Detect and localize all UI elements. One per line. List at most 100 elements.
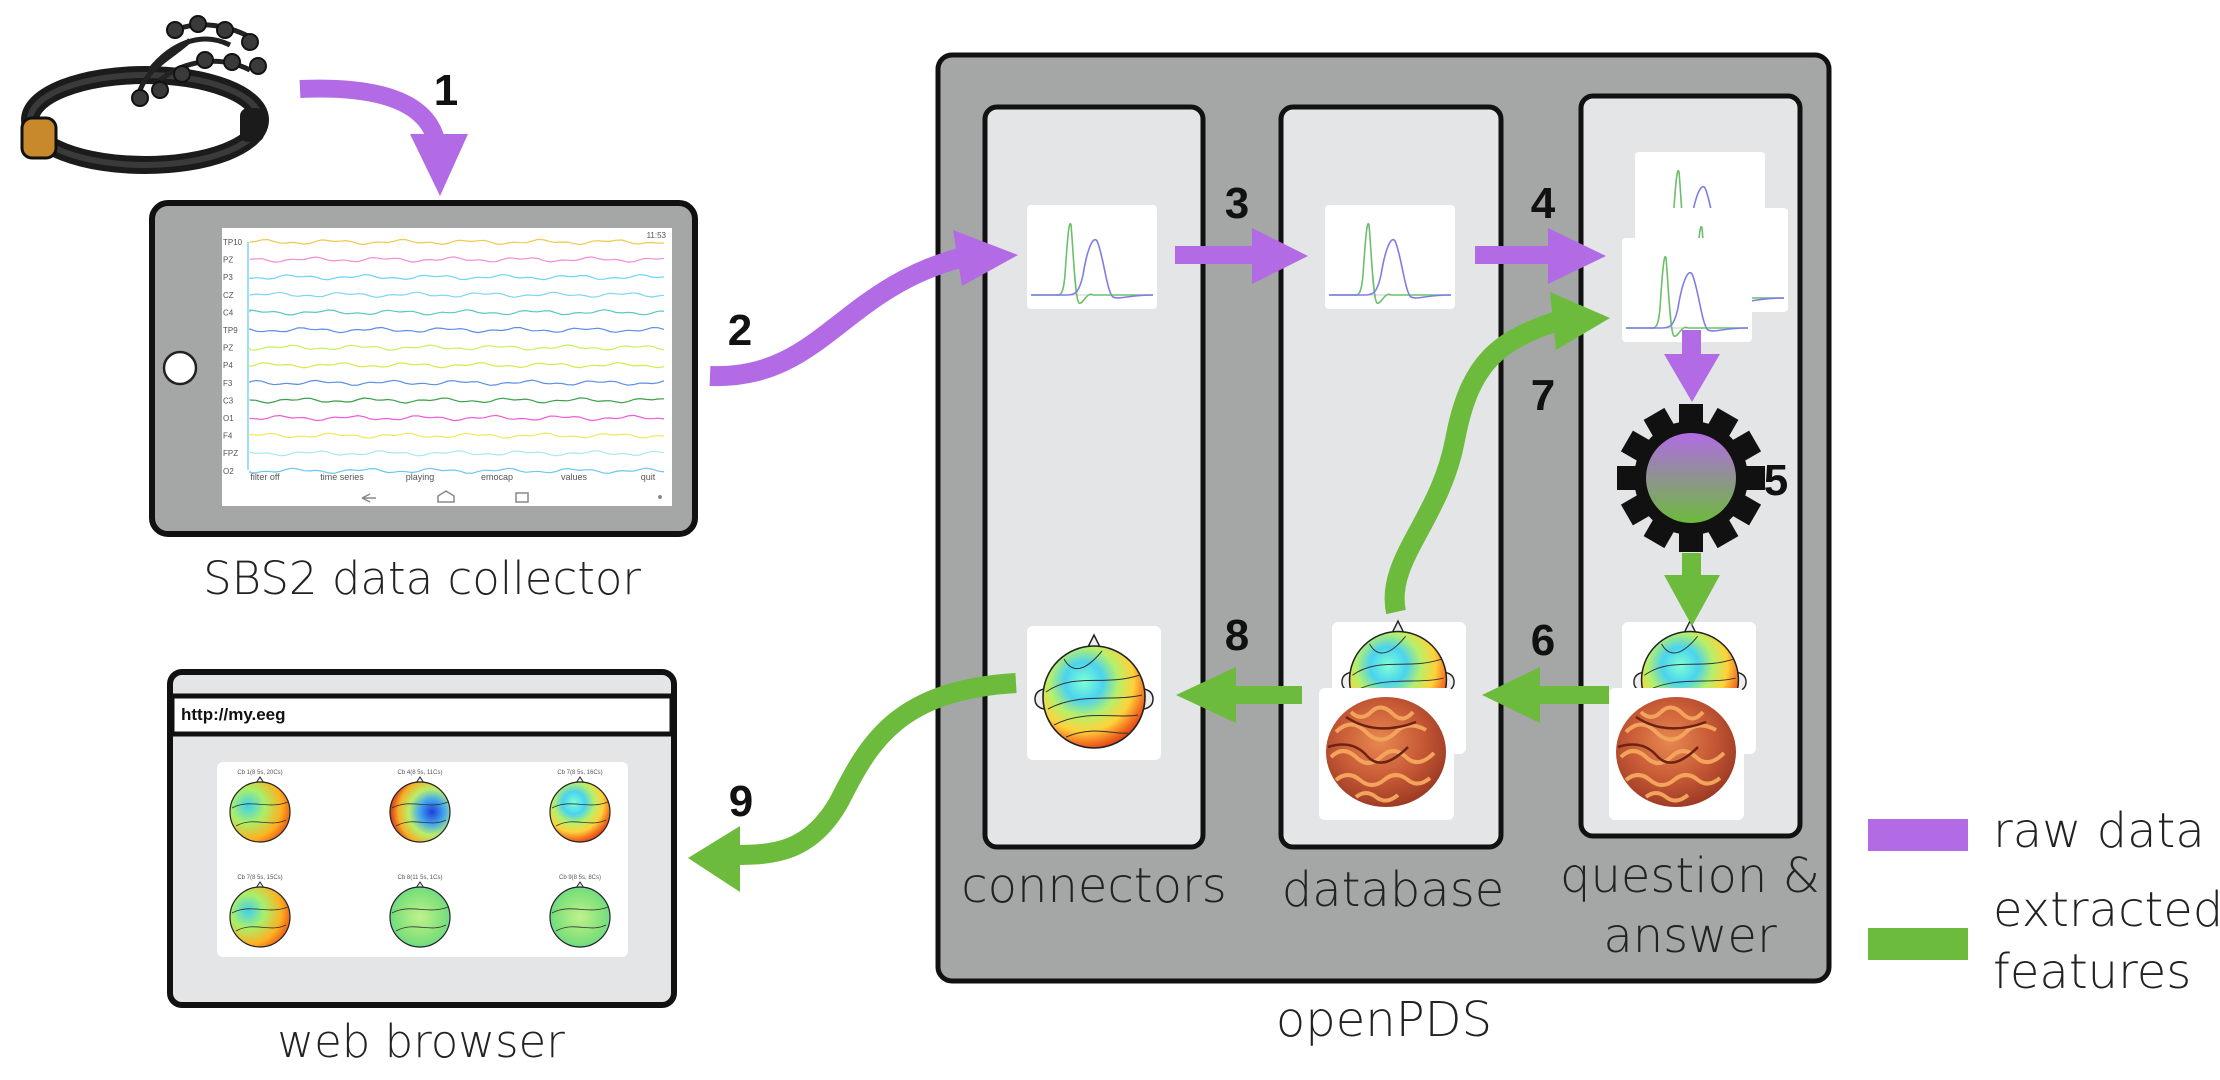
browser-label: web browser <box>277 1015 565 1068</box>
arrow-4 <box>1475 228 1606 284</box>
browser-content <box>217 762 628 957</box>
eeg-trace <box>249 309 665 316</box>
eeg-trace <box>249 414 665 422</box>
eeg-trace <box>249 326 665 334</box>
browser-topomap-title: Cb 8(11 5s, 1Cs) <box>398 875 443 881</box>
tablet-clock: 11:53 <box>647 231 667 240</box>
step-6: 6 <box>1531 616 1555 665</box>
overflow-icon[interactable] <box>658 495 662 499</box>
eeg-trace <box>249 291 665 299</box>
tablet-channel-label: CZ <box>223 291 234 300</box>
tablet-channel-label: O1 <box>223 414 234 423</box>
browser-topomap-title: Cb 1(8 5s, 20Cs) <box>237 770 282 776</box>
legend-features-swatch <box>1868 928 1968 960</box>
tablet-home-button[interactable] <box>162 350 198 386</box>
eeg-trace <box>249 467 665 475</box>
arrow-2 <box>709 230 1018 387</box>
connectors-topomap-card <box>1027 626 1161 760</box>
tablet-channel-label: O2 <box>223 467 234 476</box>
tablet-menu-item[interactable]: filter off <box>250 472 280 482</box>
step-3: 3 <box>1225 179 1249 228</box>
eeg-headset <box>20 15 269 174</box>
eeg-trace <box>249 397 665 404</box>
legend-raw-swatch <box>1868 819 1968 851</box>
tablet-menu-item[interactable]: quit <box>641 472 656 482</box>
step-2: 2 <box>728 306 752 355</box>
browser-topomap: Cb 9(8 5s, 8Cs) <box>549 875 611 948</box>
browser-url-bar[interactable] <box>169 693 675 737</box>
legend-features-label-line1: extracted <box>1993 882 2220 938</box>
browser-url[interactable]: http://my.eeg <box>181 705 286 724</box>
eeg-trace <box>249 256 665 263</box>
arrow-gear-to-features <box>1664 553 1720 626</box>
arrow-raw-to-gear <box>1664 330 1720 402</box>
step-7: 7 <box>1531 371 1555 420</box>
eeg-trace <box>249 238 665 246</box>
step-9: 9 <box>729 777 753 826</box>
back-icon[interactable] <box>361 493 376 503</box>
tablet-channel-label: F3 <box>223 379 233 388</box>
browser-topomap: Cb 7(8 5s, 16Cs) <box>549 770 611 843</box>
database-wave-card <box>1324 204 1456 310</box>
tablet-channel-label: F4 <box>223 432 233 441</box>
connectors-wave-card <box>1026 204 1158 310</box>
eeg-trace <box>249 450 665 457</box>
qa-label-line1: question & <box>1560 848 1820 904</box>
browser-topomap-grid: Cb 1(8 5s, 20Cs) Cb 4(8 5s, 11Cs) Cb 7(8 5… <box>229 770 611 948</box>
legend: raw data extracted features <box>1868 803 2220 1000</box>
tablet-menu: filter off time series playing emocap values… <box>250 472 655 482</box>
arrow-6 <box>1482 667 1609 723</box>
tablet-menu-item[interactable]: time series <box>320 472 364 482</box>
tablet-channel-label: C4 <box>223 308 234 317</box>
tablet-eeg-traces <box>249 238 665 475</box>
tablet-channel-label: P4 <box>223 361 233 370</box>
home-icon[interactable] <box>437 490 455 503</box>
database-label: database <box>1282 862 1505 918</box>
tablet-nav-bar <box>361 490 662 503</box>
browser-topomap-title: Cb 9(8 5s, 8Cs) <box>559 875 601 881</box>
arrow-1 <box>299 79 468 196</box>
tablet-channel-label: FPZ <box>223 449 238 458</box>
eeg-trace <box>249 273 665 281</box>
tablet-channel-label: TP10 <box>223 238 243 247</box>
browser-topomap-title: Cb 7(8 5s, 15Cs) <box>237 875 282 881</box>
legend-features-label-line2: features <box>1993 944 2191 1000</box>
tablet-menu-item[interactable]: playing <box>406 472 435 482</box>
gear-icon <box>1617 404 1765 552</box>
browser-topomap: Cb 4(8 5s, 11Cs) <box>389 770 451 843</box>
database-feature-cards <box>1319 620 1466 820</box>
eeg-trace <box>249 379 665 386</box>
step-1: 1 <box>434 66 458 115</box>
legend-raw-label: raw data <box>1993 803 2205 859</box>
web-browser-window: http://my.eeg Cb 1(8 5s, 20Cs) Cb 4(8 5s,… <box>167 669 677 1008</box>
step-8: 8 <box>1225 611 1249 660</box>
step-5: 5 <box>1764 456 1788 505</box>
qa-label-line2: answer <box>1603 908 1777 964</box>
eeg-trace <box>249 362 665 369</box>
browser-topomap: Cb 7(8 5s, 15Cs) <box>229 875 291 948</box>
qa-feature-cards <box>1609 620 1756 820</box>
arrow-8 <box>1176 667 1302 723</box>
browser-topomap: Cb 8(11 5s, 1Cs) <box>389 875 451 948</box>
tablet-channel-label: P3 <box>223 273 233 282</box>
arrow-7 <box>1384 292 1610 615</box>
eeg-trace <box>249 344 665 351</box>
arrow-3 <box>1175 228 1308 284</box>
browser-topomap-title: Cb 4(8 5s, 11Cs) <box>398 770 443 776</box>
eeg-trace <box>249 432 665 439</box>
recents-icon[interactable] <box>515 492 529 503</box>
tablet-channel-label: C3 <box>223 396 234 405</box>
tablet-channel-label: PZ <box>223 344 233 353</box>
arrow-9 <box>688 673 1017 892</box>
openpds-label: openPDS <box>1276 992 1492 1048</box>
tablet-channel-label: PZ <box>223 256 233 265</box>
browser-topomap: Cb 1(8 5s, 20Cs) <box>229 770 291 843</box>
tablet-channel-label: TP9 <box>223 326 238 335</box>
tablet-menu-item[interactable]: values <box>561 472 588 482</box>
tablet-menu-item[interactable]: emocap <box>481 472 513 482</box>
browser-topomap-title: Cb 7(8 5s, 16Cs) <box>557 770 602 776</box>
collector-label: SBS2 data collector <box>203 552 641 605</box>
